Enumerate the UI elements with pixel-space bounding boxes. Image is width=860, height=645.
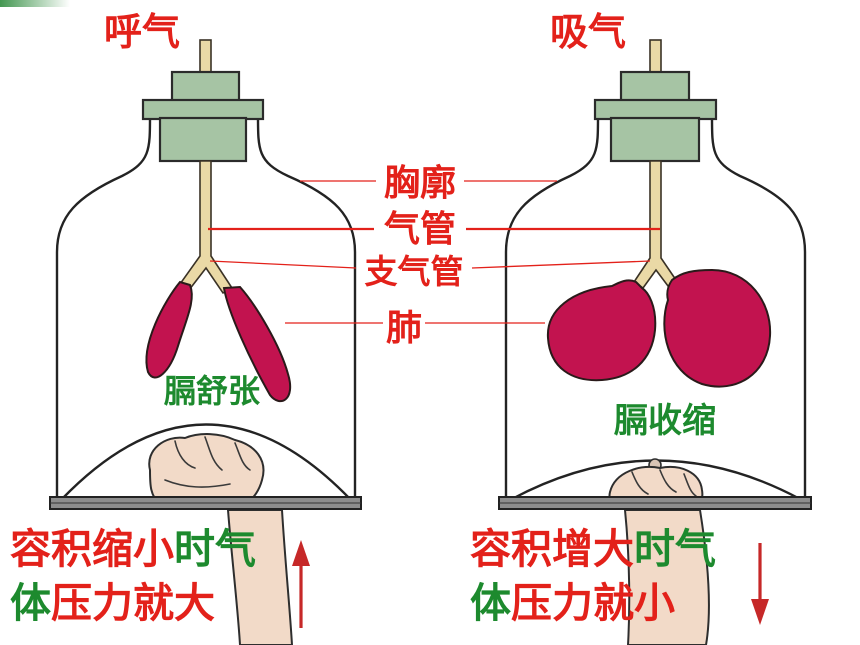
left-bell-jar: [49, 39, 362, 645]
right-down-arrow: [751, 543, 769, 625]
left-hand: [148, 433, 265, 506]
right-jar-outline: [504, 115, 807, 500]
left-up-arrow-head: [292, 540, 310, 566]
left-stopper-top: [170, 70, 241, 104]
left-caption-line2-part2: 压力就大: [51, 579, 215, 627]
right-caption-line2-part2: 压力就小: [511, 579, 675, 627]
right-caption-line1-part1: 容积增大: [470, 525, 634, 573]
left-hand-creases: [164, 436, 251, 488]
left-caption-line1: 容积缩小时气: [10, 525, 256, 573]
right-stopper-bottom: [609, 116, 701, 163]
left-lung-left: [145, 280, 193, 379]
right-tube-top: [649, 39, 662, 75]
left-jar-outline: [55, 115, 357, 500]
bronchi-leader-left: [209, 260, 357, 269]
right-caption-line1-part2: 时气: [634, 525, 716, 573]
left-tube-top: [199, 39, 212, 75]
right-arm: [624, 509, 710, 645]
right-caption-line2: 体压力就小: [470, 579, 675, 627]
left-diaphragm-dome: [61, 423, 351, 500]
label-bronchi: 支气管: [365, 252, 464, 291]
bronchi-leader-right: [471, 260, 651, 269]
right-diaphragm-label: 膈收缩: [614, 401, 716, 441]
label-lung: 肺: [386, 308, 422, 349]
right-caption-line1: 容积增大时气: [470, 525, 716, 573]
right-stopper-top: [619, 70, 691, 104]
left-stopper-collar: [141, 98, 265, 121]
right-title-inhale: 吸气: [550, 10, 626, 54]
slide-corner-decoration: [0, 0, 70, 7]
left-trachea: [178, 160, 234, 295]
label-thorax: 胸廓: [384, 163, 456, 204]
left-stopper-bottom: [158, 116, 248, 163]
right-caption-line2-part1: 体: [470, 579, 511, 627]
left-arm: [227, 509, 293, 645]
left-caption-line2-part1: 体: [10, 579, 51, 627]
right-bell-jar: [498, 39, 812, 645]
right-trachea: [632, 160, 678, 290]
left-caption-line2: 体压力就大: [10, 579, 215, 627]
left-caption-line1-part2: 时气: [174, 525, 256, 573]
right-stopper-collar: [593, 98, 718, 121]
right-lung-right: [663, 268, 772, 388]
left-diaphragm-label: 膈舒张: [164, 372, 260, 410]
left-lung-right: [222, 285, 291, 402]
right-hand-creases: [631, 469, 697, 497]
left-up-arrow: [292, 540, 310, 628]
right-lung-left: [546, 279, 657, 382]
label-trachea: 气管: [384, 209, 456, 250]
left-caption-line1-part1: 容积缩小: [10, 525, 174, 573]
right-down-arrow-head: [751, 599, 769, 625]
left-title-exhale: 呼气: [104, 10, 180, 54]
